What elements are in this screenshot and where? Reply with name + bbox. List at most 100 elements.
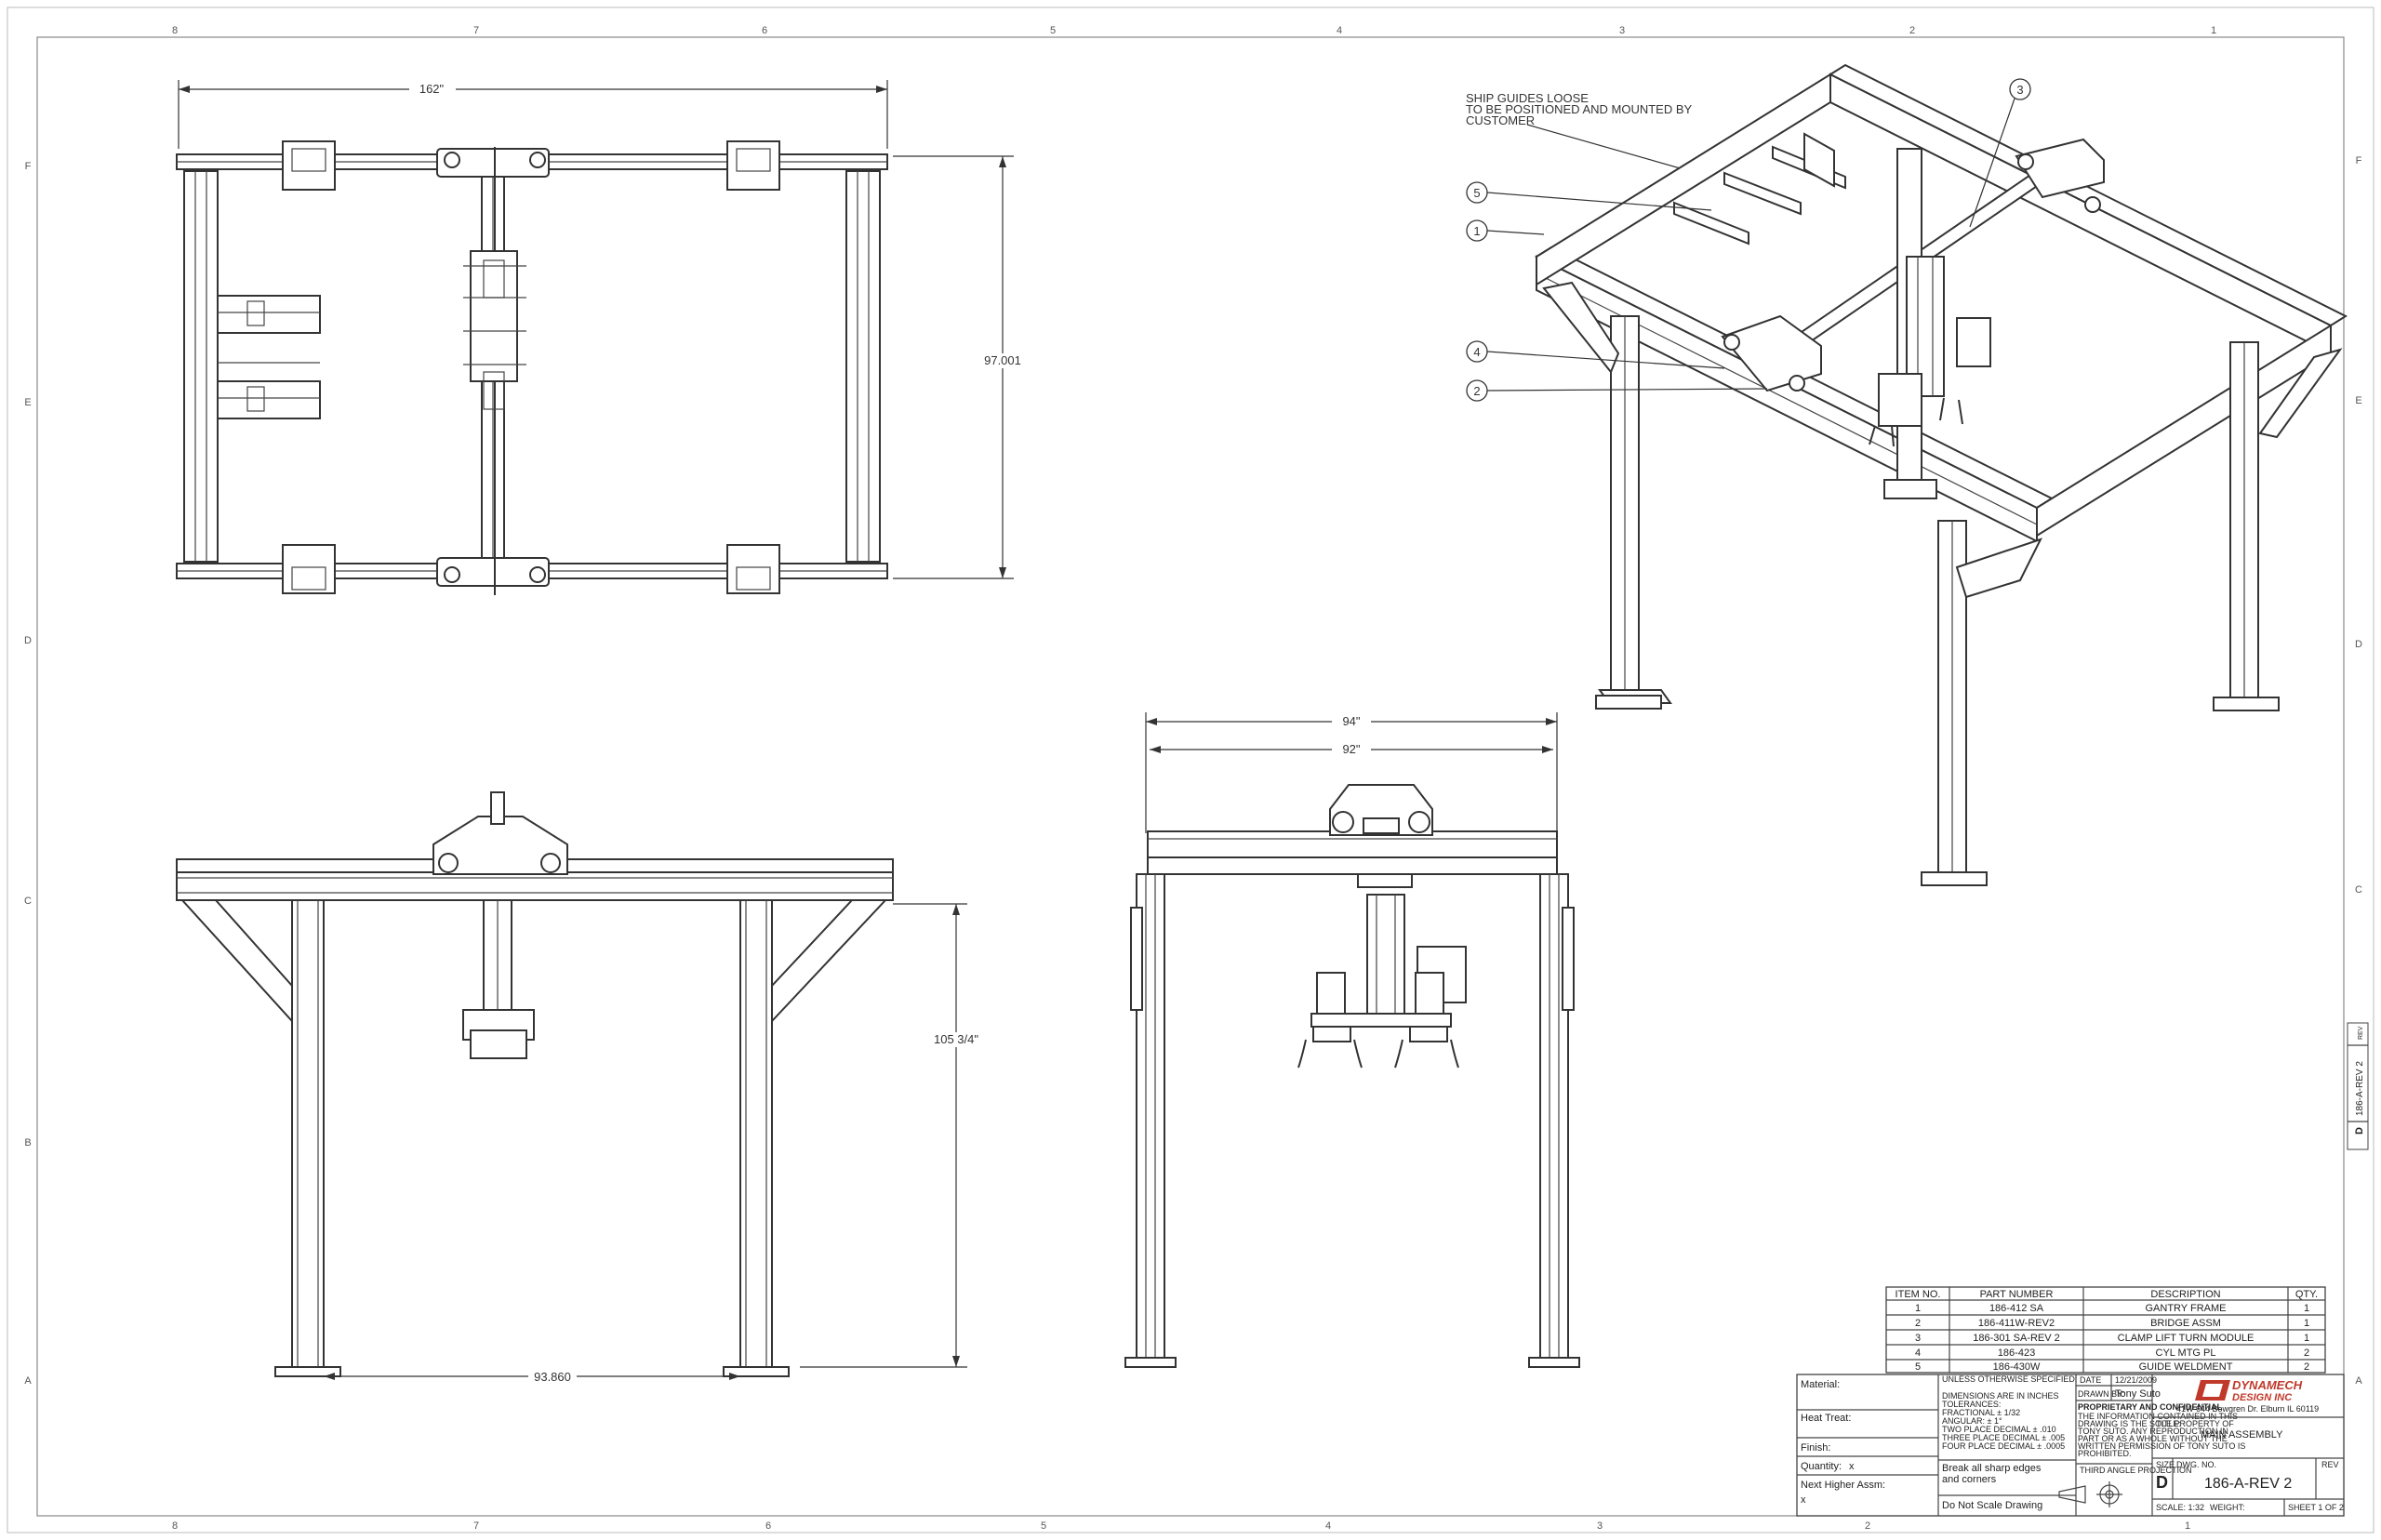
tolerance-header: UNLESS OTHERWISE SPECIFIED: [1942,1374,2077,1384]
proprietary-line: WRITTEN PERMISSION OF TONY SUTO IS [2078,1441,2245,1451]
bom-cell: BRIDGE ASSM [2150,1318,2221,1329]
svg-text:4: 4 [1473,345,1480,359]
proprietary-line: PART OR AS A WHOLE WITHOUT THE [2078,1434,2228,1443]
title-block: Material: Heat Treat: Finish: Quantity: … [1796,1374,2345,1517]
sheet-label: SHEET 1 OF 2 [2288,1503,2344,1512]
rev-label: REV [2321,1460,2339,1469]
weight-label: WEIGHT: [2210,1503,2245,1512]
balloon-5: 5 [1466,181,1712,211]
company-name-line-1: DYNAMECH [2232,1378,2303,1392]
zone-letter: B [24,1137,31,1148]
bom-cell: 1 [1915,1303,1921,1314]
proprietary-line: PROHIBITED. [2078,1449,2132,1458]
iso-note-line-3: CUSTOMER [1466,113,1535,127]
zone-number: 2 [1865,1520,1870,1532]
zone-letter: A [2355,1375,2362,1387]
scale-label: SCALE: 1:32 [2156,1503,2204,1512]
bom-cell: CYL MTG PL [2156,1348,2216,1359]
zone-number: 4 [1325,1520,1331,1532]
bom-cell: 5 [1915,1361,1921,1373]
tolerance-line: ANGULAR: ± 1° [1942,1416,2002,1426]
front-view-height-dimension: 105 3/4" [934,1032,978,1046]
zone-letter: C [24,896,32,907]
company-address: 41W 644 Bowgren Dr. Elburn IL 60119 [2176,1404,2319,1414]
tolerance-line: TOLERANCES: [1942,1400,2001,1409]
bom-header-item: ITEM NO. [1895,1289,1941,1300]
svg-text:1: 1 [1473,224,1480,238]
material-label: Material: [1801,1379,1840,1390]
iso-note-line-1: SHIP GUIDES LOOSE [1466,91,1589,105]
bom-cell: 4 [1915,1348,1921,1359]
zone-letters-right: F E D C B A [2355,155,2362,1387]
tolerance-line: TWO PLACE DECIMAL ± .010 [1942,1425,2056,1434]
side-tab: D 186-A-REV 2 REV [2347,1022,2369,1150]
zone-letters-left: F E D C B A [24,161,32,1387]
balloon-1: 1 [1466,219,1545,242]
zone-number: 6 [762,25,767,36]
title-label: TITLE: [2156,1419,2181,1428]
zone-number: 8 [172,25,178,36]
zone-number: 3 [1597,1520,1603,1532]
side-tab-size: D [2354,1127,2365,1135]
date-value: 12/21/2009 [2115,1375,2157,1385]
bom-header-qty: QTY. [2295,1289,2318,1300]
projection-label: THIRD ANGLE PROJECTION [2080,1466,2192,1475]
bom-header-part: PART NUMBER [1980,1289,2054,1300]
iso-note-line-2: TO BE POSITIONED AND MOUNTED BY [1466,102,1693,116]
do-not-scale: Do Not Scale Drawing [1942,1500,2042,1511]
balloon-2: 2 [1466,379,1768,402]
bom-cell: GUIDE WELDMENT [2139,1361,2233,1373]
zone-letter: C [2355,884,2362,896]
zone-number: 1 [2185,1520,2190,1532]
size-label: SIZE [2156,1460,2175,1469]
drawing-title: MAIN ASSEMBLY [2201,1429,2283,1440]
zone-number: 6 [765,1520,771,1532]
bom-cell: 1 [2304,1333,2309,1344]
zone-letter: E [2355,395,2361,406]
svg-text:3: 3 [2016,83,2023,97]
top-view: 162" 97.001 [176,80,1027,595]
zone-number: 2 [1909,25,1915,36]
bom-table: ITEM NO. PART NUMBER DESCRIPTION QTY. 1 … [1885,1286,2326,1374]
zone-letter: D [2355,639,2362,650]
third-angle-projection-icon [2058,1481,2122,1507]
quantity-label: Quantity: [1801,1461,1842,1472]
dwg-no-label: DWG. NO. [2176,1460,2216,1469]
iso-view: SHIP GUIDES LOOSE TO BE POSITIONED AND M… [1466,63,2348,886]
bom-cell: 186-423 [1998,1348,2035,1359]
side-view-inner-dimension: 92" [1342,742,1360,756]
tolerance-line: FRACTIONAL ± 1/32 [1942,1408,2020,1417]
tolerance-line: THREE PLACE DECIMAL ± .005 [1942,1433,2065,1442]
tolerance-line: FOUR PLACE DECIMAL ± .0005 [1942,1441,2065,1451]
side-tab-rev: REV [2358,1026,2364,1040]
inner-border [36,36,2345,1517]
svg-text:2: 2 [1473,384,1480,398]
zone-letter: A [24,1375,32,1387]
zone-numbers-top: 8 7 6 5 4 3 2 1 [172,25,2216,36]
zone-number: 5 [1050,25,1056,36]
zone-letter: D [24,635,32,646]
proprietary-line: TONY SUTO. ANY REPRODUCTION IN [2078,1427,2228,1436]
balloon-4: 4 [1466,340,1725,369]
bom-cell: 2 [1915,1318,1921,1329]
next-higher-value: x [1801,1494,1806,1506]
svg-text:5: 5 [1473,186,1480,200]
zone-number: 7 [473,1520,479,1532]
break-edges-line-1: Break all sharp edges [1942,1463,2042,1474]
date-label: DATE [2080,1375,2101,1385]
top-view-width-dimension: 162" [419,82,445,96]
dwg-no-value: 186-A-REV 2 [2204,1476,2292,1492]
proprietary-line: THE INFORMATION CONTAINED IN THIS [2078,1412,2238,1421]
proprietary-title: PROPRIETARY AND CONFIDENTIAL [2078,1402,2223,1412]
bom-cell: 3 [1915,1333,1921,1344]
break-edges-line-2: and corners [1942,1474,1997,1485]
side-tab-dwg: 186-A-REV 2 [2355,1061,2365,1116]
bom-cell: 186-430W [1993,1361,2041,1373]
bom-cell: 186-411W-REV2 [1978,1318,2055,1329]
zone-number: 1 [2211,25,2216,36]
zone-number: 3 [1619,25,1625,36]
front-view-span-dimension: 93.860 [534,1370,571,1384]
finish-label: Finish: [1801,1442,1830,1454]
zone-numbers-bottom: 8 7 6 5 4 3 2 1 [172,1520,2190,1532]
